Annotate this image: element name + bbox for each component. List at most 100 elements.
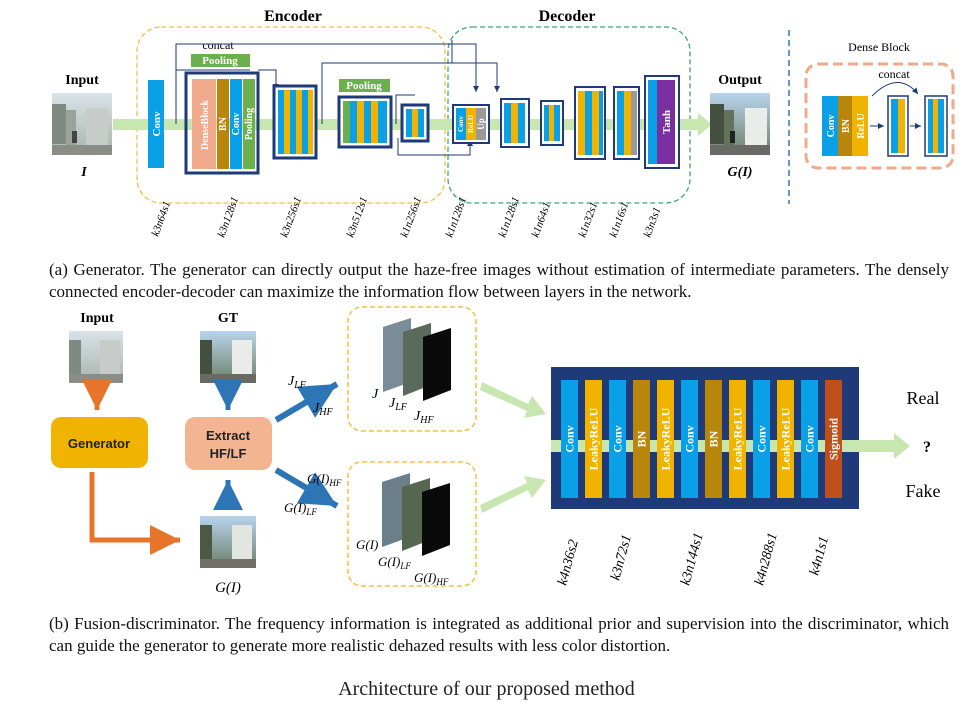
dense-block-title: Dense Block bbox=[848, 40, 910, 54]
question-label: ? bbox=[923, 439, 931, 456]
dense-block-inner-label: DenseBlock bbox=[200, 100, 211, 150]
extract-label-2: HF/LF bbox=[210, 446, 247, 461]
arrow-label-jhf: JHF bbox=[313, 401, 333, 418]
fake-label: Fake bbox=[906, 481, 941, 501]
gen-layer-label-4: k1n256s1 bbox=[399, 195, 425, 239]
disc-layer-conv bbox=[561, 380, 578, 498]
dense-block-inner bbox=[192, 79, 216, 169]
pooling-top-label: Pooling bbox=[202, 55, 238, 67]
generator-box-label: Generator bbox=[68, 436, 130, 451]
up-block-up bbox=[476, 108, 486, 140]
disc-layer-labels: k4n36s2 k3n72s1 k3n144s1 k4n288s1 k4n1s1 bbox=[555, 531, 832, 587]
decoder-block-3-stripe-c bbox=[592, 91, 599, 155]
disc-layer-label-5: Conv bbox=[683, 425, 697, 452]
dense-legend-bn-label: BN bbox=[841, 118, 852, 133]
generator-layer-labels: k3n64s1 k3n128s1 k3n256s1 k3n512s1 k1n25… bbox=[150, 195, 664, 239]
input-image bbox=[52, 93, 112, 155]
bn-block bbox=[217, 79, 229, 169]
encoder-region bbox=[136, 26, 446, 204]
gen-layer-label-7: k1n64s1 bbox=[530, 200, 554, 239]
dense-legend-block-b-3 bbox=[938, 99, 944, 153]
gen-layer-label-9: k1n16s1 bbox=[608, 200, 632, 239]
skip-line-4 bbox=[175, 43, 479, 92]
disc-layer-label-1: LeakyReLU bbox=[587, 407, 601, 470]
disc-layer-label-4: LeakyReLU bbox=[659, 407, 673, 470]
disc-layer-label-1: k3n72s1 bbox=[608, 533, 635, 582]
extract-to-top-arrow bbox=[274, 381, 339, 423]
disc-layer-label-11: Sigmoid bbox=[827, 418, 841, 460]
caption-b: (b) Fusion-discriminator. The frequency … bbox=[49, 614, 949, 655]
decoder-block-4-stripe-a bbox=[617, 91, 624, 155]
generator-box bbox=[51, 417, 148, 468]
skip-line-2 bbox=[258, 69, 279, 90]
decoder-block-2-stripe-c bbox=[554, 105, 560, 141]
decoder-region bbox=[447, 26, 691, 204]
output-label: Output bbox=[718, 73, 762, 88]
disc-gi-image bbox=[200, 516, 256, 568]
decoder-block-3-stripe-d bbox=[599, 91, 603, 155]
up-block-up-label: Up bbox=[476, 118, 486, 130]
gen-layer-label-6: k1n128s1 bbox=[497, 195, 523, 239]
disc-gi-label: G(I) bbox=[215, 580, 241, 596]
bottom-stack-gi: G(I) bbox=[356, 537, 378, 552]
dense-block-concat-arc bbox=[871, 82, 919, 97]
disc-layer-leakyrelu bbox=[657, 380, 674, 498]
decoder-block-4-stripe-c bbox=[631, 91, 637, 155]
decoder-title: Decoder bbox=[539, 8, 596, 25]
caption-a: (a) Generator. The generator can directl… bbox=[49, 260, 949, 301]
disc-layer-label-0: Conv bbox=[563, 425, 577, 452]
decoder-block-3-stripe-b bbox=[585, 91, 592, 155]
extract-to-bottom-arrow bbox=[274, 467, 339, 509]
disc-layer-label-2: k3n144s1 bbox=[678, 531, 706, 587]
encoder-block-k1-stripe-c bbox=[418, 109, 424, 137]
top-stack-frame bbox=[347, 306, 477, 432]
decoder-block-2-stripe-b bbox=[549, 105, 554, 141]
dense-block-legend-frame bbox=[804, 62, 955, 170]
pooling-second-box bbox=[339, 79, 390, 92]
disc-layer-label-10: Conv bbox=[803, 425, 817, 452]
dense-legend-relu bbox=[852, 96, 868, 156]
disc-layer-bn bbox=[633, 380, 650, 498]
tanh-block-conv bbox=[648, 80, 657, 164]
dense-legend-block-b-2 bbox=[933, 99, 938, 153]
input-symbol: I bbox=[80, 165, 87, 180]
figure-footer: Architecture of our proposed method bbox=[338, 678, 635, 700]
dense-legend-block-a-2 bbox=[898, 99, 905, 153]
skip-line-7 bbox=[397, 138, 473, 156]
concat-label: concat bbox=[202, 38, 234, 52]
disc-layer-sigmoid bbox=[825, 380, 842, 498]
gen-layer-label-3: k3n512s1 bbox=[345, 195, 371, 239]
dense-group-frame bbox=[184, 71, 260, 175]
encoder-block-k1-stripe-b bbox=[412, 109, 418, 137]
disc-input-label: Input bbox=[80, 311, 114, 326]
gen-layer-label-8: k1n32s1 bbox=[577, 200, 601, 239]
disc-flow-arrow bbox=[551, 440, 896, 452]
decoder-block-1-stripe-b bbox=[511, 103, 518, 143]
pooling-inner-label: Pooling bbox=[244, 108, 255, 140]
decoder-block-2-stripe-a bbox=[544, 105, 549, 141]
top-to-disc-arrow bbox=[480, 382, 546, 418]
disc-gt-label: GT bbox=[218, 311, 239, 326]
gen-layer-label-1: k3n128s1 bbox=[216, 195, 242, 239]
real-label: Real bbox=[907, 388, 940, 408]
disc-layer-label-4: k4n1s1 bbox=[807, 535, 832, 577]
disc-layer-leakyrelu bbox=[729, 380, 746, 498]
disc-layer-conv bbox=[609, 380, 626, 498]
arrow-label-jlf: JLF bbox=[288, 374, 307, 391]
dense-legend-block-b-1 bbox=[928, 99, 933, 153]
disc-layer-bn bbox=[705, 380, 722, 498]
decoder-block-1-stripe-c bbox=[518, 103, 525, 143]
conv-inner-block bbox=[230, 79, 242, 169]
top-stack-jlf: JLF bbox=[389, 396, 408, 413]
top-stack-j: J bbox=[372, 387, 379, 402]
disc-layer-label-7: LeakyReLU bbox=[731, 407, 745, 470]
disc-gt-image bbox=[200, 331, 256, 383]
bottom-to-disc-arrow bbox=[480, 476, 546, 513]
disc-layer-label-9: LeakyReLU bbox=[779, 407, 793, 470]
conv-block-first bbox=[148, 80, 164, 168]
disc-layer-label-3: k4n288s1 bbox=[752, 531, 780, 587]
disc-layer-conv bbox=[753, 380, 770, 498]
pooling-second-label: Pooling bbox=[346, 80, 382, 92]
